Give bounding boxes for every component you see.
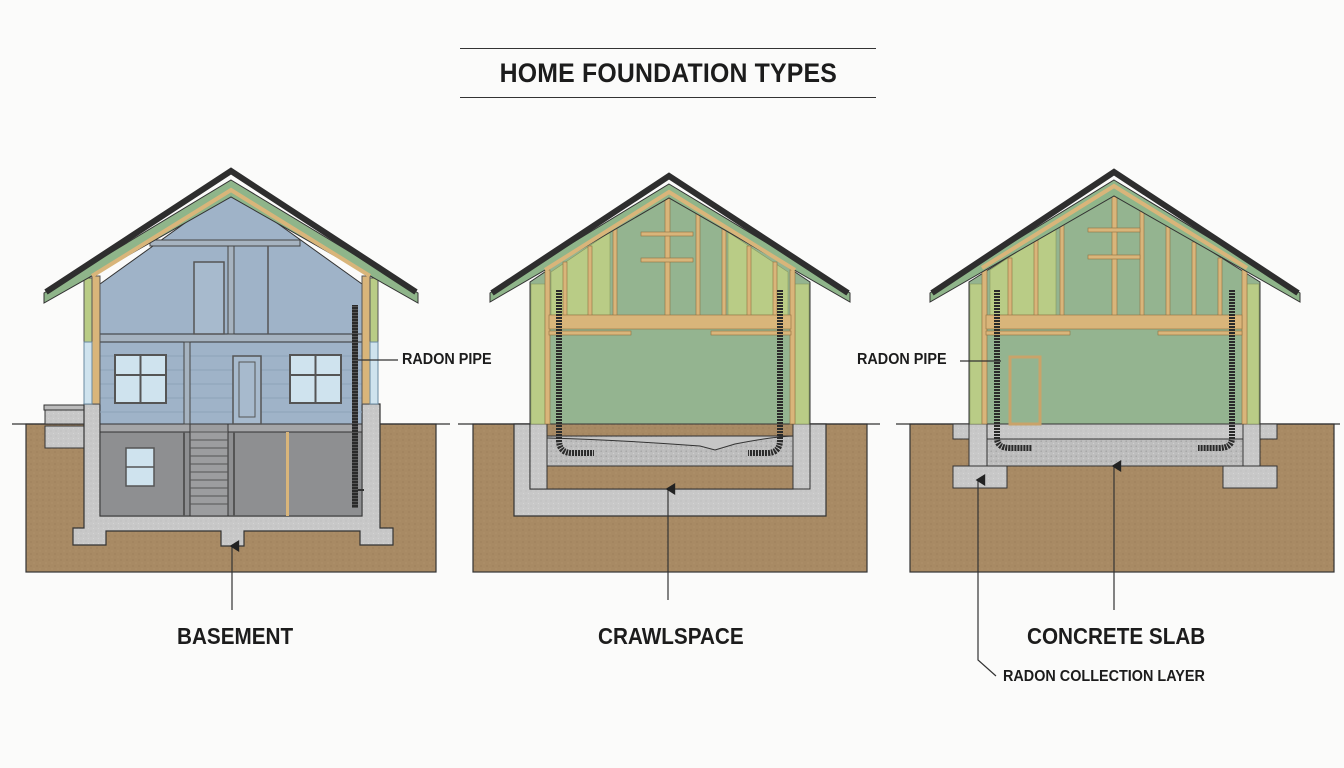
basement-label: BASEMENT	[177, 623, 294, 649]
diagram-title: HOME FOUNDATION TYPES	[499, 57, 837, 88]
basement-stairs	[189, 423, 229, 517]
slab-radon-pipe-right	[1198, 290, 1235, 451]
collection-layer-leader	[975, 474, 997, 677]
front-door	[232, 355, 262, 425]
crawlspace-radon-pipe-left	[556, 290, 594, 456]
window-left	[114, 354, 167, 404]
radon-collection-layer	[986, 438, 1244, 467]
crawlspace-roof	[490, 172, 850, 296]
slab-roof	[930, 168, 1300, 296]
crawlspace-radon-pipe-right	[748, 290, 783, 456]
window-right	[289, 354, 342, 404]
slab-footing-left	[952, 465, 1008, 489]
crawlspace-panel	[458, 172, 880, 600]
radon-collection-layer-label: RADON COLLECTION LAYER	[1003, 668, 1205, 685]
concrete-slab-panel	[896, 168, 1340, 677]
title-banner: HOME FOUNDATION TYPES	[460, 48, 876, 98]
basement-panel	[12, 167, 450, 610]
slab-footing-right	[1222, 465, 1278, 489]
slab-radon-pipe-label: RADON PIPE	[857, 351, 947, 368]
slab-interior-door	[1008, 355, 1042, 426]
basement-roof	[44, 167, 418, 295]
concrete-slab-label: CONCRETE SLAB	[1027, 623, 1206, 649]
crawlspace-label: CRAWLSPACE	[598, 623, 744, 649]
slab-radon-pipe-left	[994, 290, 1032, 451]
concrete-slab	[952, 423, 1278, 440]
basement-radon-pipe-label: RADON PIPE	[402, 351, 492, 368]
basement-radon-pipe	[352, 305, 358, 508]
